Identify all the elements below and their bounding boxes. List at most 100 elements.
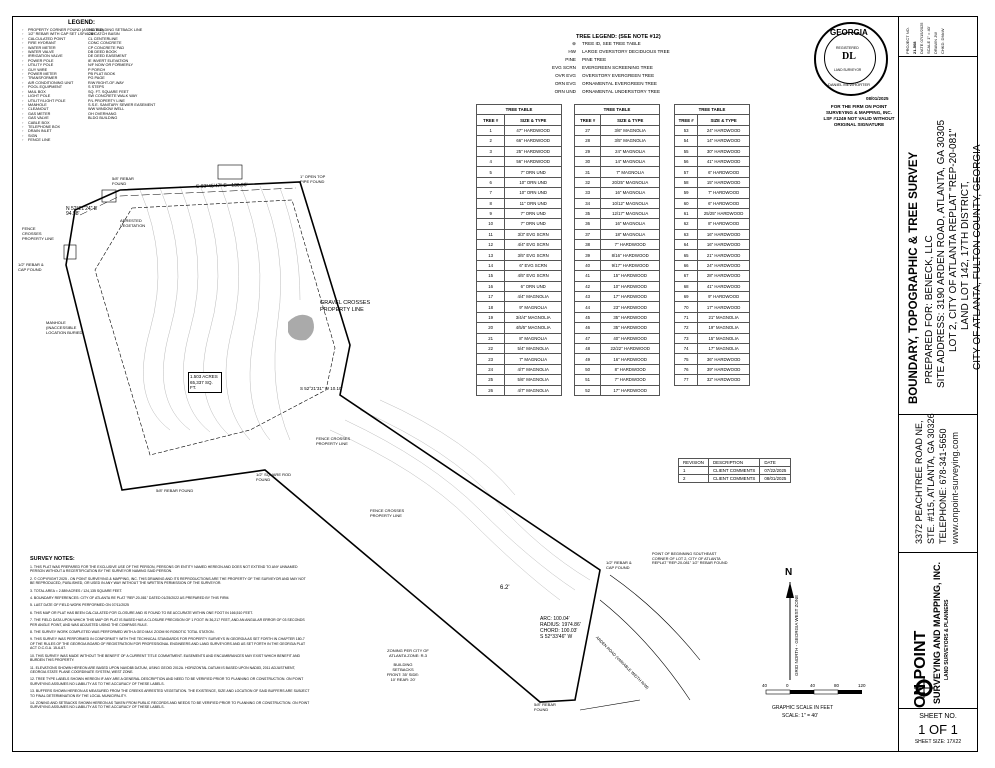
legend-symbol-icon: ◦ <box>22 76 24 81</box>
gravel-area <box>288 314 314 341</box>
seal-initials: DL <box>842 51 856 62</box>
north-arrow <box>786 582 794 680</box>
survey-notes: SURVEY NOTES: 1. THIS PLAT WAS PREPARED … <box>30 556 310 713</box>
legend-symbol-row: ◦ CLEANOUT <box>22 107 152 111</box>
legend-symbol-icon: ◦ <box>22 89 24 94</box>
road-edges <box>579 574 701 711</box>
legend-symbol-row: ◦TELEPHONE BOX <box>22 125 152 129</box>
scale-tick-label: 40 <box>810 683 816 688</box>
rebar-found-label: 5/8" REBAR FOUND <box>112 176 134 186</box>
legend-symbol-icon: ◦ <box>22 111 24 116</box>
legend-symbol-label: DRAIN INLET <box>28 129 52 134</box>
legend-symbol-row: ◦UTILITY POLE <box>22 63 152 67</box>
property-boundary <box>65 181 601 703</box>
legend-abbrev-row: OH OVERHANG <box>88 111 117 116</box>
bearing-left: N 52°21'24" E 94.58' <box>66 206 98 217</box>
legend-symbol-icon: ◦ <box>22 28 24 32</box>
legend-symbol-icon: ◦ <box>22 50 24 55</box>
legend-symbol-row: ◦ LIGHT POLE <box>22 94 152 98</box>
dim-label: 6.2' <box>500 585 510 591</box>
legend-abbrev-row: SQ. FT. SQUARE FEET <box>88 89 129 94</box>
legend-symbol-label: MANHOLE <box>28 102 47 107</box>
scale-title: GRAPHIC SCALE IN FEET <box>772 705 834 711</box>
legend-symbol-row: ◦GAS METER <box>22 112 152 116</box>
project-info-box <box>898 16 978 57</box>
legend-symbol-row: ◦SIGN <box>22 134 152 138</box>
survey-note: 11. ELEVATIONS SHOWN HEREON ARE BASED UP… <box>30 665 296 674</box>
tree-legend-desc: OVERSTORY EVERGREEN TREE <box>582 73 655 78</box>
sheet-number-box: SHEET NO. 1 OF 1 SHEET SIZE: 17X22 <box>898 708 978 753</box>
legend-symbol-label: LIGHT POLE <box>28 94 51 99</box>
legend-symbol-icon: ◦ <box>22 107 24 112</box>
legend-symbol-icon: ◦ <box>22 58 24 63</box>
legend-symbol-label: UTILITY POLE <box>28 63 54 68</box>
arrested-veg-label: ARRESTED VEGETATION <box>120 218 146 228</box>
legend-symbol-label: GAS VALVE <box>28 116 49 121</box>
legend-abbrev-row: P PORCH <box>88 67 106 72</box>
legend-symbol-row: ◦FENCE LINE <box>22 138 152 142</box>
fence-crosses-label-3: FENCE CROSSES PROPERTY LINE <box>370 508 405 518</box>
tree-size-cell: 32" HARDWOOD <box>697 374 750 386</box>
legend-symbol-label: POWER POLE <box>28 58 54 63</box>
legend-symbol-icon: ◦ <box>22 129 24 134</box>
pob-label: POINT OF BEGINNING SOUTHEAST CORNER OF L… <box>652 552 728 566</box>
legend-symbol-icon: ◦ <box>22 98 24 103</box>
legend-symbol-row: ◦ AIR CONDITIONING UNIT <box>22 81 152 85</box>
legend-abbrev-row: SW CONCRETE WALK WAY <box>88 94 138 99</box>
tree-legend-desc: ORNAMENTAL EVERGREEN TREE <box>582 81 657 86</box>
legend-symbol-label: IRRIGATION VALVE <box>28 54 63 59</box>
sheet-border <box>12 16 978 752</box>
rebar-found-label-2: 5/8" REBAR FOUND <box>156 488 194 493</box>
legend-abbrev-row: PG PAGE <box>88 76 105 81</box>
survey-note: 12. TREE TYPE LABELS SHOWN HEREON IF ANY… <box>30 677 304 686</box>
legend-symbol-row: ◦WATER METER <box>22 46 152 50</box>
survey-note: 6. THIS MAP OR PLAT HAS BEEN CALCULATED … <box>30 610 253 615</box>
north-text: GRID NORTH - GEORGIA WEST ZONE <box>794 594 799 676</box>
legend-symbol-icon: ◦ <box>22 94 24 99</box>
legend-symbol-icon: ◦ <box>22 41 24 46</box>
legend-symbol-row: ◦CABLE BOX <box>22 121 152 125</box>
survey-note: 4. BOUNDARY REFERENCES: CITY OF ATLANTA … <box>30 596 230 601</box>
revision-cell: 08/01/2025 <box>759 474 792 483</box>
tree-number-cell: 52 <box>573 384 602 396</box>
tree-legend-code: EVG SCRN <box>552 65 576 70</box>
legend-symbol-row: ◦CALCULATED POINT <box>22 37 152 41</box>
legend-symbol-label: AIR CONDITIONING UNIT <box>28 80 74 85</box>
surveyor-seal: GEORGIA REGISTERED DL LAND SURVEYOR DANI… <box>814 22 888 96</box>
legend-symbol-icon: ◦ <box>22 80 24 85</box>
tree-legend-code: ORN EVG <box>554 81 576 86</box>
tree-legend-title: TREE LEGEND: (SEE NOTE #12) <box>576 34 661 40</box>
legend-symbol-row: ◦FIRE HYDRANT <box>22 41 152 45</box>
legend-symbol-row: ◦ GAS VALVE <box>22 116 152 120</box>
scale-bar <box>765 689 862 695</box>
seal-state: GEORGIA <box>830 28 868 37</box>
tree-number-cell: 77 <box>673 374 699 386</box>
legend-symbol-icon: ◦ <box>22 116 24 121</box>
legend-abbrev-row: CP CONCRETE PAD <box>88 45 125 50</box>
gravel-label: GRAVEL CROSSES PROPERTY LINE <box>320 300 371 313</box>
rebar-cap-label: 1/2" REBAR & CAP FOUND <box>18 262 44 272</box>
legend-abbrev-row: BSL BUILDING SETBACK LINE <box>88 28 143 32</box>
legend-symbol-icon: ◦ <box>22 45 24 50</box>
tree-legend-code: PINE <box>565 57 576 62</box>
legend-symbol-icon: ◦ <box>22 85 24 90</box>
curve-data: ARC: 100.04'RADIUS: 1974.86'CHORD: 100.0… <box>540 616 581 640</box>
tree-size-cell: 4/7" MAGNOLIA <box>504 384 562 396</box>
tree-legend-row: ⊛TREE ID, SEE TREE TABLE <box>548 40 670 48</box>
legend-symbol-label: CLEANOUT <box>28 107 49 112</box>
survey-note: 5. LAST DATE OF FIELD WORK PERFORMED ON … <box>30 603 129 608</box>
tree-legend-desc: LARGE OVERSTORY DECIDUOUS TREE <box>582 49 670 54</box>
legend-symbol-row: ◦WATER VALVE <box>22 50 152 54</box>
seal-note: FOR THE FIRM ON POINT SURVEYING & MAPPIN… <box>823 104 895 127</box>
fence-crosses-label: FENCE CROSSES PROPERTY LINE <box>22 226 54 241</box>
contour-lines <box>139 183 591 601</box>
